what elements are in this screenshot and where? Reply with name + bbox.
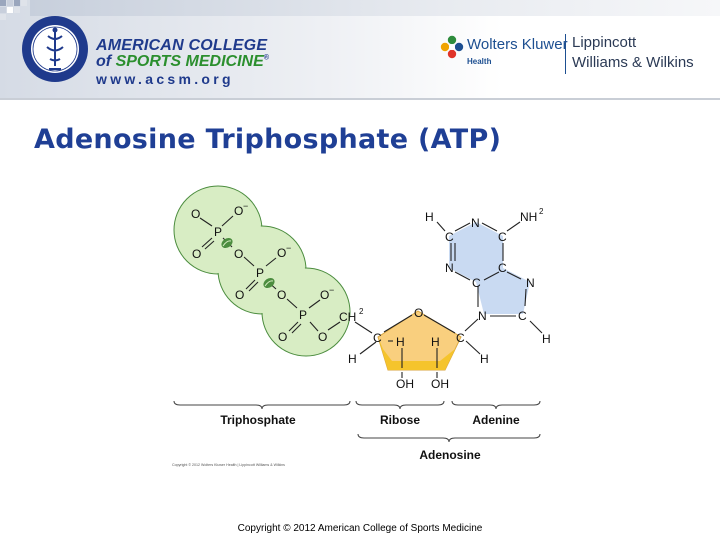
atom-h: H — [431, 335, 440, 349]
label-adenine: Adenine — [472, 413, 520, 427]
imprint-line2: Williams & Wilkins — [572, 54, 694, 71]
atom-c: C — [498, 261, 507, 275]
atom-oh: OH — [431, 377, 449, 391]
subscript-2: 2 — [539, 207, 544, 216]
atom-o: O — [234, 204, 243, 218]
atom-c: C — [373, 331, 382, 345]
corner-squares-decoration — [0, 0, 27, 20]
atom-n: N — [526, 276, 535, 290]
header-divider-line — [0, 98, 720, 100]
atom-o: O — [235, 288, 244, 302]
segment-labels: Triphosphate Ribose Adenine Adenosine — [220, 413, 520, 462]
acsm-wordmark: AMERICAN COLLEGE of SPORTS MEDICINE® www… — [96, 37, 269, 87]
atom-h: H — [480, 352, 489, 366]
acsm-name-line1: AMERICAN COLLEGE — [96, 37, 268, 54]
atom-c: C — [445, 230, 454, 244]
charge-minus: − — [286, 243, 291, 253]
charge-minus: − — [329, 285, 334, 295]
atom-h: H — [348, 352, 357, 366]
publisher-divider — [565, 34, 566, 74]
figure-credit: Copyright © 2012 Wolters Kluwer Health |… — [172, 463, 285, 467]
imprint-line1: Lippincott — [572, 34, 637, 51]
wolters-kluwer-logo-icon — [440, 35, 464, 59]
atom-c: C — [498, 230, 507, 244]
atom-o: O — [277, 288, 286, 302]
atom-o: O — [414, 306, 423, 320]
acsm-name-line2: of SPORTS MEDICINE® — [96, 53, 269, 70]
atom-h: H — [396, 335, 405, 349]
ribose-band — [378, 337, 461, 370]
atom-o: O — [277, 246, 286, 260]
atom-o: O — [320, 288, 329, 302]
atom-c: C — [472, 276, 481, 290]
header-top-bar — [30, 0, 720, 16]
atom-o: O — [278, 330, 287, 344]
subscript-2: 2 — [359, 307, 364, 316]
atom-p: P — [256, 266, 264, 280]
label-triphosphate: Triphosphate — [220, 413, 296, 427]
footer-copyright: Copyright © 2012 American College of Spo… — [237, 523, 483, 534]
imidazole-ring — [476, 268, 530, 314]
adenine-ring — [449, 222, 503, 282]
atom-labels: O O − P O O O − P O O O − P O O CH 2 O C… — [191, 201, 551, 391]
label-ribose: Ribose — [380, 413, 420, 427]
atom-o: O — [191, 207, 200, 221]
atom-n: N — [478, 309, 487, 323]
atom-p: P — [299, 308, 307, 322]
atom-h: H — [542, 332, 551, 346]
charge-minus: − — [243, 201, 248, 211]
acsm-seal-logo — [22, 16, 88, 82]
high-energy-bond-icons — [221, 237, 275, 289]
header-band — [0, 0, 720, 98]
publisher-name: Wolters Kluwer — [467, 36, 568, 53]
label-adenosine: Adenosine — [419, 448, 481, 462]
acsm-url: www.acsm.org — [96, 71, 234, 87]
atom-c: C — [518, 309, 527, 323]
atom-o: O — [234, 247, 243, 261]
publisher-division: Health — [467, 57, 492, 66]
atom-n: N — [445, 261, 454, 275]
atom-o: O — [192, 247, 201, 261]
atom-p: P — [214, 225, 222, 239]
atom-h: H — [425, 210, 434, 224]
atom-c: C — [456, 331, 465, 345]
atom-ch2: CH — [339, 310, 356, 324]
atom-n: N — [471, 216, 480, 230]
atom-o: O — [318, 330, 327, 344]
slide-title: Adenosine Triphosphate (ATP) — [34, 124, 502, 155]
atom-nh2: NH — [520, 210, 537, 224]
atom-oh: OH — [396, 377, 414, 391]
brace-lines — [173, 400, 541, 443]
